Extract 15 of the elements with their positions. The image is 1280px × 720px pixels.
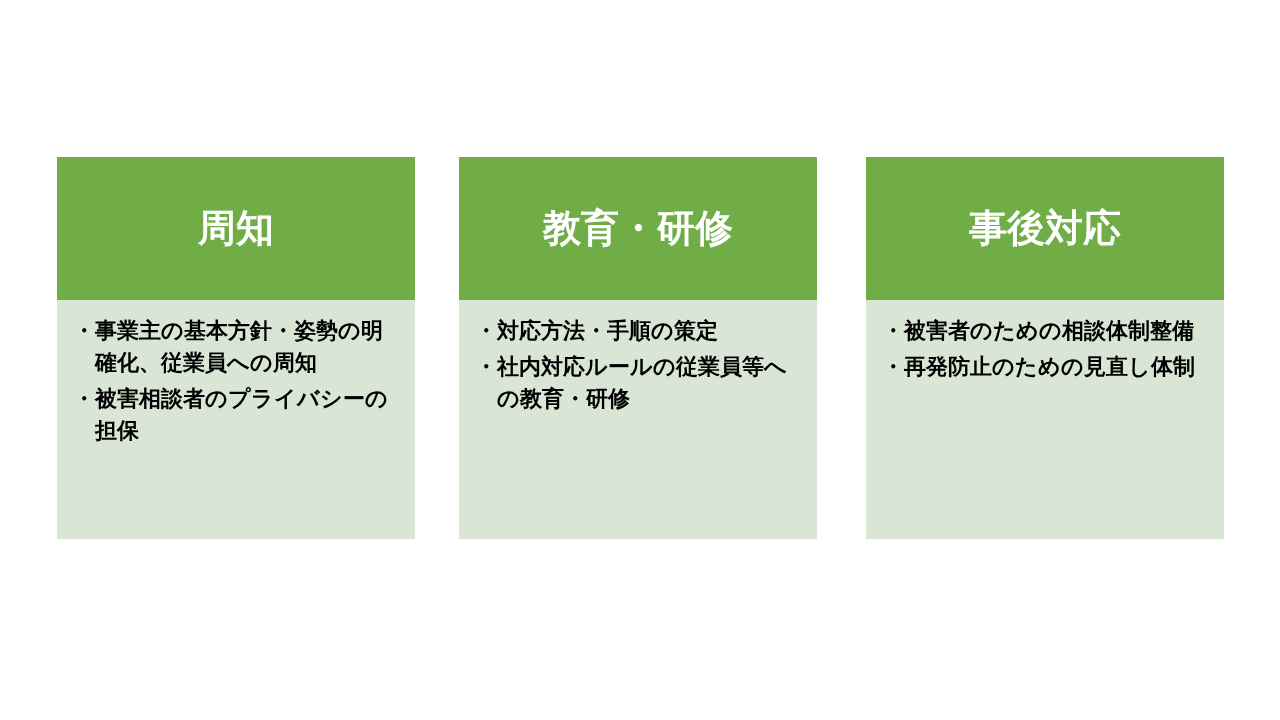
bullet-item: ・再発防止のための見直し体制	[882, 352, 1196, 381]
header-band	[459, 157, 817, 300]
content-panel	[459, 300, 817, 539]
bullet-item: ・対応方法・手順の策定	[475, 316, 719, 345]
header-band	[866, 157, 1224, 300]
bullet-item: ・被害相談者のプライバシーの担保	[73, 384, 389, 445]
content-panel	[866, 300, 1224, 539]
content-panel	[57, 300, 415, 539]
heading: 周知	[198, 204, 274, 252]
bullet-item: ・事業主の基本方針・姿勢の明確化、従業員への周知	[73, 316, 384, 377]
bullet-item: ・社内対応ルールの従業員等への教育・研修	[475, 352, 788, 413]
heading: 事後対応	[969, 204, 1121, 252]
header-band	[57, 157, 415, 300]
heading: 教育・研修	[543, 204, 733, 252]
bullet-item: ・被害者のための相談体制整備	[882, 316, 1195, 345]
